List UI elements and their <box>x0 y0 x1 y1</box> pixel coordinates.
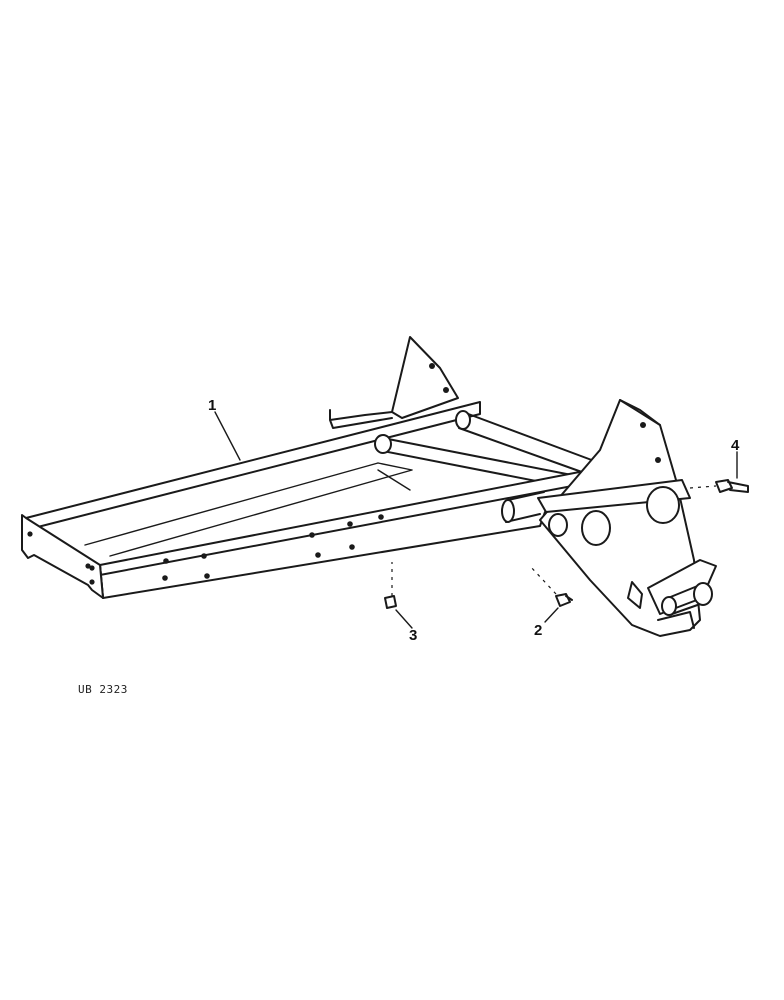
figure-id: UB 2323 <box>78 683 128 696</box>
lower-lip <box>657 611 695 629</box>
left-top-rail <box>25 401 481 531</box>
bolt-part-2 <box>529 565 573 607</box>
leader-2 <box>544 607 559 623</box>
callout-2: 2 <box>534 622 542 639</box>
bolt-part-4 <box>689 479 749 493</box>
leader-3 <box>395 609 413 629</box>
rear-upright-plate <box>391 336 459 419</box>
nut-part-3 <box>384 562 397 609</box>
lower-tab <box>627 581 643 609</box>
mounting-hole <box>640 422 646 428</box>
front-cross-tube <box>458 411 598 477</box>
mounting-hole <box>429 363 435 369</box>
floor-panel <box>84 462 413 557</box>
callout-4: 4 <box>731 437 740 454</box>
plate-opening <box>581 510 611 546</box>
plate-opening <box>646 486 680 524</box>
front-end-cap <box>21 514 104 599</box>
tube-end <box>455 410 471 430</box>
hardware <box>384 479 749 609</box>
plate-opening <box>548 513 568 537</box>
leader-1 <box>214 411 241 461</box>
frame-assembly <box>21 336 717 637</box>
tube-end <box>374 434 392 454</box>
callout-1: 1 <box>208 397 216 414</box>
mounting-hole <box>89 565 95 571</box>
top-flange <box>537 479 691 513</box>
pin-head <box>693 582 713 606</box>
mounting-hole <box>85 563 91 569</box>
side-member-holes <box>162 514 384 581</box>
leader-lines <box>214 411 738 629</box>
mounting-hole <box>443 387 449 393</box>
mounting-hole <box>89 579 95 585</box>
rear-bracket <box>329 409 393 429</box>
callout-3: 3 <box>409 627 417 644</box>
mounting-hole <box>655 457 661 463</box>
sleeve-end <box>501 499 515 523</box>
pin-end <box>661 596 677 616</box>
mounting-hole <box>27 531 33 537</box>
